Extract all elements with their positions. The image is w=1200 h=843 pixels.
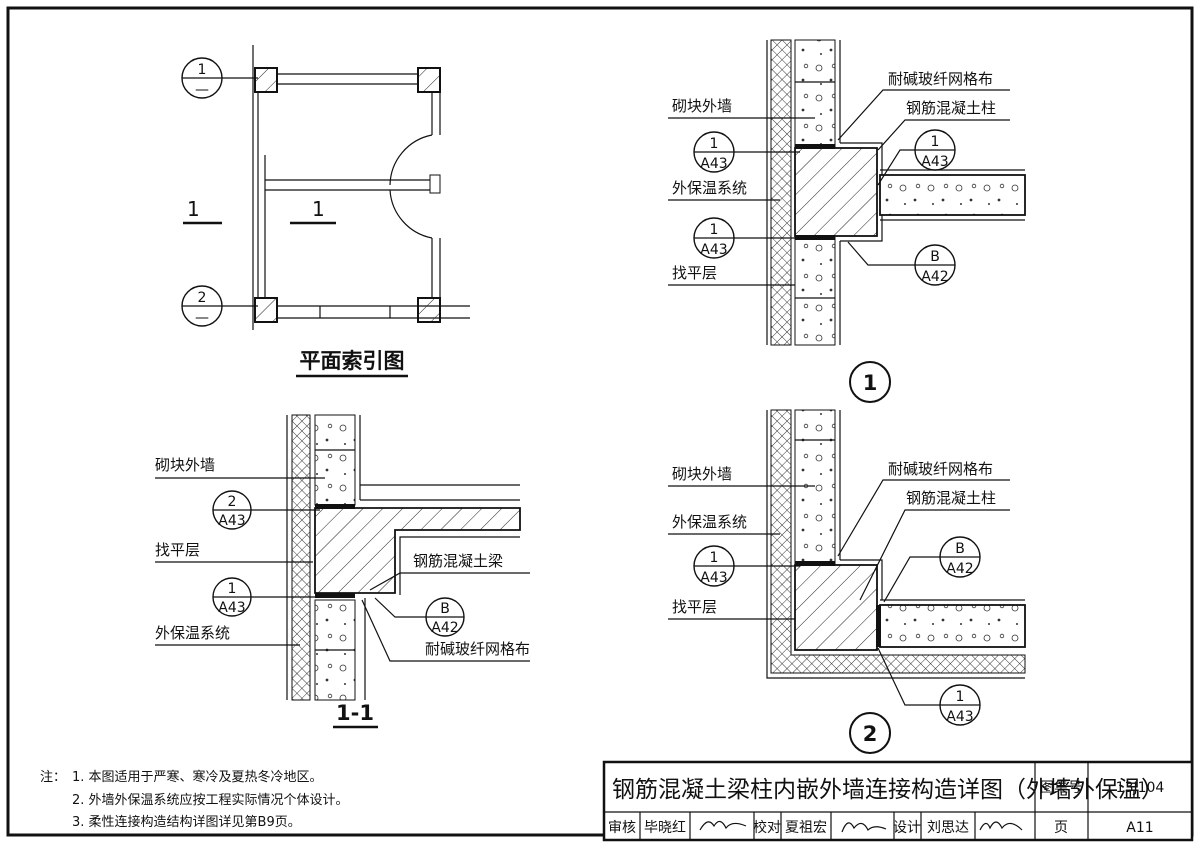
section_1_1-callouts-1-bottom: A43 — [218, 600, 245, 616]
plan-title: 平面索引图 — [300, 349, 405, 373]
atlas-number: 13J104 — [1116, 780, 1165, 796]
reviewer-signature — [699, 820, 747, 831]
section-mark-left: 1 — [183, 197, 222, 225]
callout-plan-2[interactable]: 2 — — [181, 285, 258, 327]
designer-name: 刘思达 — [927, 820, 969, 836]
atlas-label: 图集号 — [1040, 779, 1082, 796]
callout-1-1-b[interactable]: 1 A43 — [212, 577, 320, 617]
check-label: 校对 — [753, 819, 781, 836]
note-item: 3. 柔性连接构造结构详图详见第B9页。 — [72, 814, 301, 830]
note-item: 2. 外墙外保温系统应按工程实际情况个体设计。 — [72, 792, 349, 808]
detail_1-callouts-1-top: 1 — [710, 222, 719, 238]
detail_1-callouts-2-bottom: A43 — [921, 154, 948, 170]
callout-plan-1[interactable]: 1 — — [181, 57, 258, 99]
drawing-title: 钢筋混凝土梁柱内嵌外墙连接构造详图（外墙外保温） — [612, 777, 1164, 803]
section-mark-right: 1 — [290, 197, 336, 225]
label-insulation-system: 外保温系统 — [672, 179, 747, 197]
note-item: 1. 本图适用于严寒、寒冷及夏热冬冷地区。 — [72, 769, 323, 785]
callout-d2-c[interactable]: 1 A43 — [877, 647, 981, 726]
callout-d1-d[interactable]: B A42 — [847, 241, 956, 286]
design-label: 设计 — [893, 820, 921, 836]
label-rc-column: 钢筋混凝土柱 — [906, 99, 996, 117]
detail_1-callouts-3-top: B — [930, 249, 940, 265]
callout-d2-b[interactable]: B A42 — [883, 536, 981, 603]
label-mesh: 耐碱玻纤网格布 — [425, 640, 530, 658]
callout-d2-a[interactable]: 1 A43 — [693, 545, 800, 587]
callout-d1-b[interactable]: 1 A43 — [693, 217, 800, 259]
reviewer-name: 毕晓红 — [644, 820, 686, 836]
label-block-wall: 砌块外墙 — [672, 465, 732, 483]
detail-1-drawing: 耐碱玻纤网格布 钢筋混凝土柱 砌块外墙 1 A43 外保温系统 1 A43 找平… — [668, 39, 1026, 403]
section_1_1-callouts-2-top: B — [440, 601, 450, 617]
callout-d1-a[interactable]: 1 A43 — [693, 131, 800, 173]
detail_2-callouts-2-top: 1 — [956, 689, 965, 705]
notes: 注： 1. 本图适用于严寒、寒冷及夏热冬冷地区。 2. 外墙外保温系统应按工程实… — [40, 769, 349, 830]
page-number: A11 — [1126, 820, 1153, 836]
sheet-border — [6, 6, 1194, 837]
detail_2-callouts-0-top: 1 — [710, 550, 719, 566]
detail_1-callouts-2-top: 1 — [931, 134, 940, 150]
detail_1-callouts-0-top: 1 — [710, 136, 719, 152]
callout-1-1-c[interactable]: B A42 — [374, 597, 465, 637]
section_1_1-callouts-2-bottom: A42 — [431, 620, 458, 636]
column-mark — [254, 67, 278, 93]
label-leveling-layer: 找平层 — [155, 541, 200, 559]
review-label: 审核 — [608, 820, 636, 836]
detail_2-callouts-1-top: B — [955, 541, 965, 557]
plan-section_marks-1: 1 — [312, 197, 325, 221]
label-insulation-system: 外保温系统 — [672, 513, 747, 531]
plan-callouts-0-bottom: — — [195, 82, 209, 98]
detail_1-number: 1 — [863, 371, 878, 395]
detail-2-drawing: 砌块外墙 耐碱玻纤网格布 钢筋混凝土柱 外保温系统 1 A43 B A42 找平… — [668, 409, 1026, 754]
designer-signature — [979, 821, 1023, 831]
label-block-wall: 砌块外墙 — [155, 456, 215, 474]
detail_2-number: 2 — [863, 722, 878, 746]
notes-prefix: 注： — [40, 770, 66, 785]
detail_2-callouts-1-bottom: A42 — [946, 561, 973, 577]
plan-index-drawing: 1 — 2 — 1 1 平面索引图 — [181, 45, 470, 378]
column-mark — [417, 297, 441, 323]
label-mesh: 耐碱玻纤网格布 — [888, 70, 993, 88]
detail_1-callouts-0-bottom: A43 — [700, 156, 727, 172]
detail_2-callouts-0-bottom: A43 — [700, 570, 727, 586]
label-block-wall: 砌块外墙 — [672, 97, 732, 115]
label-leveling-layer: 找平层 — [672, 264, 717, 282]
plan-section_marks-0: 1 — [187, 197, 200, 221]
column-mark — [254, 297, 278, 323]
column-mark — [417, 67, 441, 93]
page-label: 页 — [1054, 820, 1068, 836]
detail_1-callouts-1-bottom: A43 — [700, 242, 727, 258]
section_1_1-callouts-0-top: 2 — [228, 494, 237, 510]
detail-number-2: 2 — [849, 712, 891, 754]
plan-callouts-1-bottom: — — [195, 310, 209, 326]
section-title: 1-1 — [336, 701, 374, 725]
callout-d1-c[interactable]: 1 A43 — [877, 129, 956, 186]
plan-callouts-1-top: 2 — [198, 290, 207, 306]
checker-signature — [841, 822, 887, 833]
detail-number-1: 1 — [849, 361, 891, 403]
label-rc-beam: 钢筋混凝土梁 — [413, 552, 503, 570]
label-rc-column: 钢筋混凝土柱 — [906, 489, 996, 507]
section-1-1-drawing: 砌块外墙 2 A43 找平层 1 A43 外保温系统 钢筋混凝土梁 B A42 … — [155, 414, 530, 729]
title-block: 钢筋混凝土梁柱内嵌外墙连接构造详图（外墙外保温） 图集号 13J104 审核 毕… — [602, 760, 1194, 842]
detail_1-callouts-3-bottom: A42 — [921, 269, 948, 285]
plan-callouts-0-top: 1 — [198, 62, 207, 78]
section_1_1-callouts-1-top: 1 — [228, 581, 237, 597]
checker-name: 夏祖宏 — [785, 820, 827, 836]
label-leveling-layer: 找平层 — [672, 598, 717, 616]
label-mesh: 耐碱玻纤网格布 — [888, 460, 993, 478]
detail_2-callouts-2-bottom: A43 — [946, 709, 973, 725]
callout-1-1-a[interactable]: 2 A43 — [212, 490, 320, 530]
section_1_1-callouts-0-bottom: A43 — [218, 513, 245, 529]
label-insulation-system: 外保温系统 — [155, 624, 230, 642]
